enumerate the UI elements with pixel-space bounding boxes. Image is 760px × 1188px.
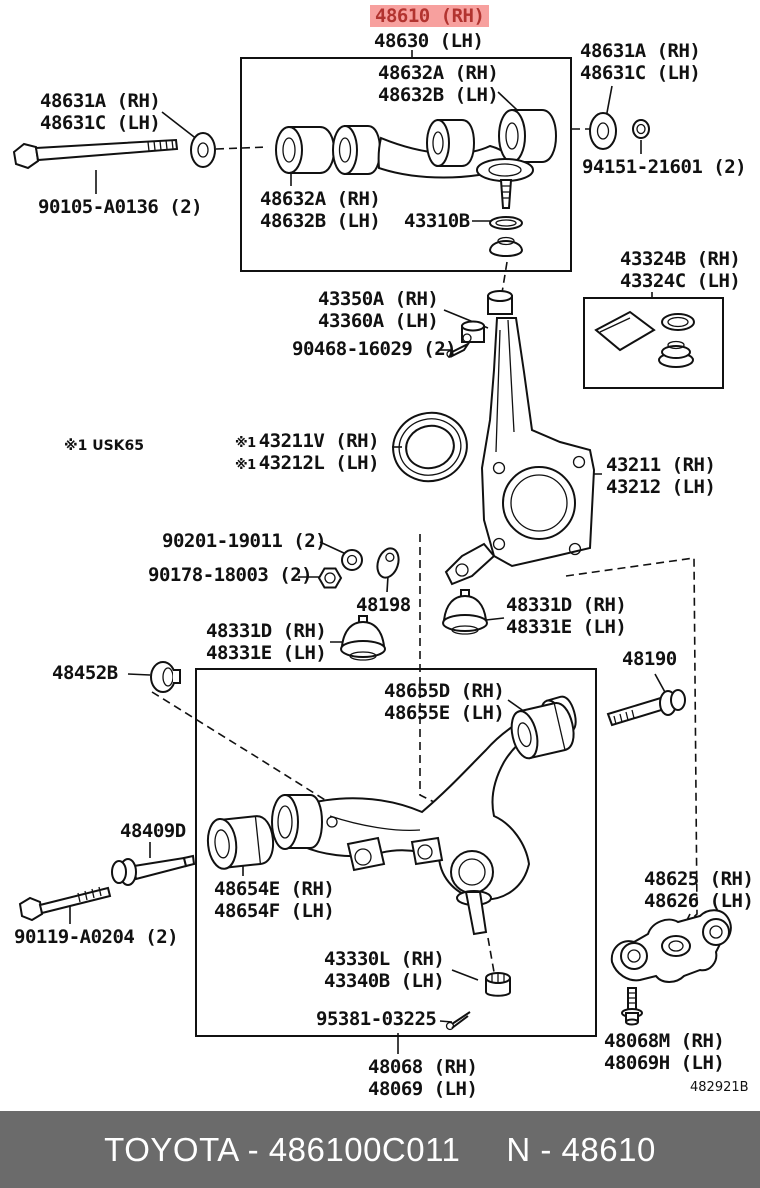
washer-48631-left-drawing [190,132,216,168]
bolt-90105-drawing [12,138,179,170]
label-90178[interactable]: 90178-18003 (2) [148,564,313,586]
label-43330[interactable]: 43330L (RH) 43340B (LH) [324,948,445,992]
washer-48631-right-drawing [589,112,617,150]
hub-seal-drawing [392,411,468,483]
label-48655[interactable]: 48655D (RH) 48655E (LH) [384,680,505,724]
washer-90201-drawing [341,549,363,571]
label-90201[interactable]: 90201-19011 (2) [162,530,327,552]
label-43350[interactable]: 43350A (RH) 43360A (LH) [318,288,439,332]
footer-catalog-code: TOYOTA - 486100C011 [104,1130,461,1168]
label-95381[interactable]: 95381-03225 [316,1008,437,1030]
cotter-pin-95381-drawing [445,1011,471,1031]
lower-arm-group-box [195,668,597,1037]
label-43211[interactable]: 43211 (RH) 43212 (LH) [606,454,716,498]
bolt-90119-drawing [18,886,112,922]
label-48631-right[interactable]: 48631A (RH) 48631C (LH) [580,40,701,84]
bushing-48654-drawing [206,815,275,870]
upper-arm-group-box [240,57,572,272]
label-43324[interactable]: 43324B (RH) 43324C (LH) [620,248,741,292]
castle-nut-43330-drawing [485,972,511,997]
dust-cover-48331-left-drawing [340,615,386,661]
steering-knuckle-drawing [444,290,596,586]
note-usk65: ※1 USK65 [64,438,145,454]
label-leader-lines [69,50,691,1054]
bolt-48068m-drawing [621,987,643,1026]
bolt-48190-drawing [606,689,686,727]
nut-90178-drawing [317,567,343,589]
dust-cover-48331-right-drawing [442,589,488,635]
label-48068[interactable]: 48068 (RH) 48069 (LH) [368,1056,478,1100]
bracket-48625-drawing [610,909,732,983]
label-48630[interactable]: 48630 (LH) [374,30,484,52]
label-90468[interactable]: 90468-16029 (2) [292,338,457,360]
label-48198[interactable]: 48198 [356,594,411,616]
label-48331-left[interactable]: 48331D (RH) 48331E (LH) [206,620,327,664]
footer-bar: TOYOTA - 486100C011 N - 48610 [0,1111,760,1188]
label-90105[interactable]: 90105-A0136 (2) [38,196,203,218]
kit-43324-group-box [583,297,724,389]
label-48654[interactable]: 48654E (RH) 48654F (LH) [214,878,335,922]
label-48190[interactable]: 48190 [622,648,677,670]
suspension-diagram-drawing [12,50,732,1054]
label-90119[interactable]: 90119-A0204 (2) [14,926,179,948]
label-94151[interactable]: 94151-21601 (2) [582,156,747,178]
upper-control-arm-drawing [275,109,558,257]
lower-control-arm-drawing [271,695,577,936]
highlighted-part-number[interactable]: 48610 (RH) [370,5,490,27]
bushing-48655-drawing [510,702,575,760]
kit-43324-drawing [594,310,695,368]
label-43310b[interactable]: 43310B [404,210,470,232]
label-48631-left[interactable]: 48631A (RH) 48631C (LH) [40,90,161,134]
label-48331-right[interactable]: 48331D (RH) 48331E (LH) [506,594,627,638]
label-48632-bottom[interactable]: 48632A (RH) 48632B (LH) [260,188,381,232]
label-48452b[interactable]: 48452B [52,662,118,684]
cam-plate-48198-drawing [376,547,400,579]
cap-48452b-drawing [150,661,181,693]
label-48610-highlighted[interactable]: 48610 (RH) [370,5,490,27]
diagram-code: 482921B [690,1080,749,1095]
label-48632-top[interactable]: 48632A (RH) 48632B (LH) [378,62,499,106]
bolt-48409-drawing [111,854,196,886]
label-48409d[interactable]: 48409D [120,820,186,842]
label-48625[interactable]: 48625 (RH) 48626 (LH) [644,868,754,912]
nut-94151-drawing [632,119,650,139]
footer-part-ref: N - 48610 [506,1130,656,1168]
label-48068m[interactable]: 48068M (RH) 48069H (LH) [604,1030,725,1074]
